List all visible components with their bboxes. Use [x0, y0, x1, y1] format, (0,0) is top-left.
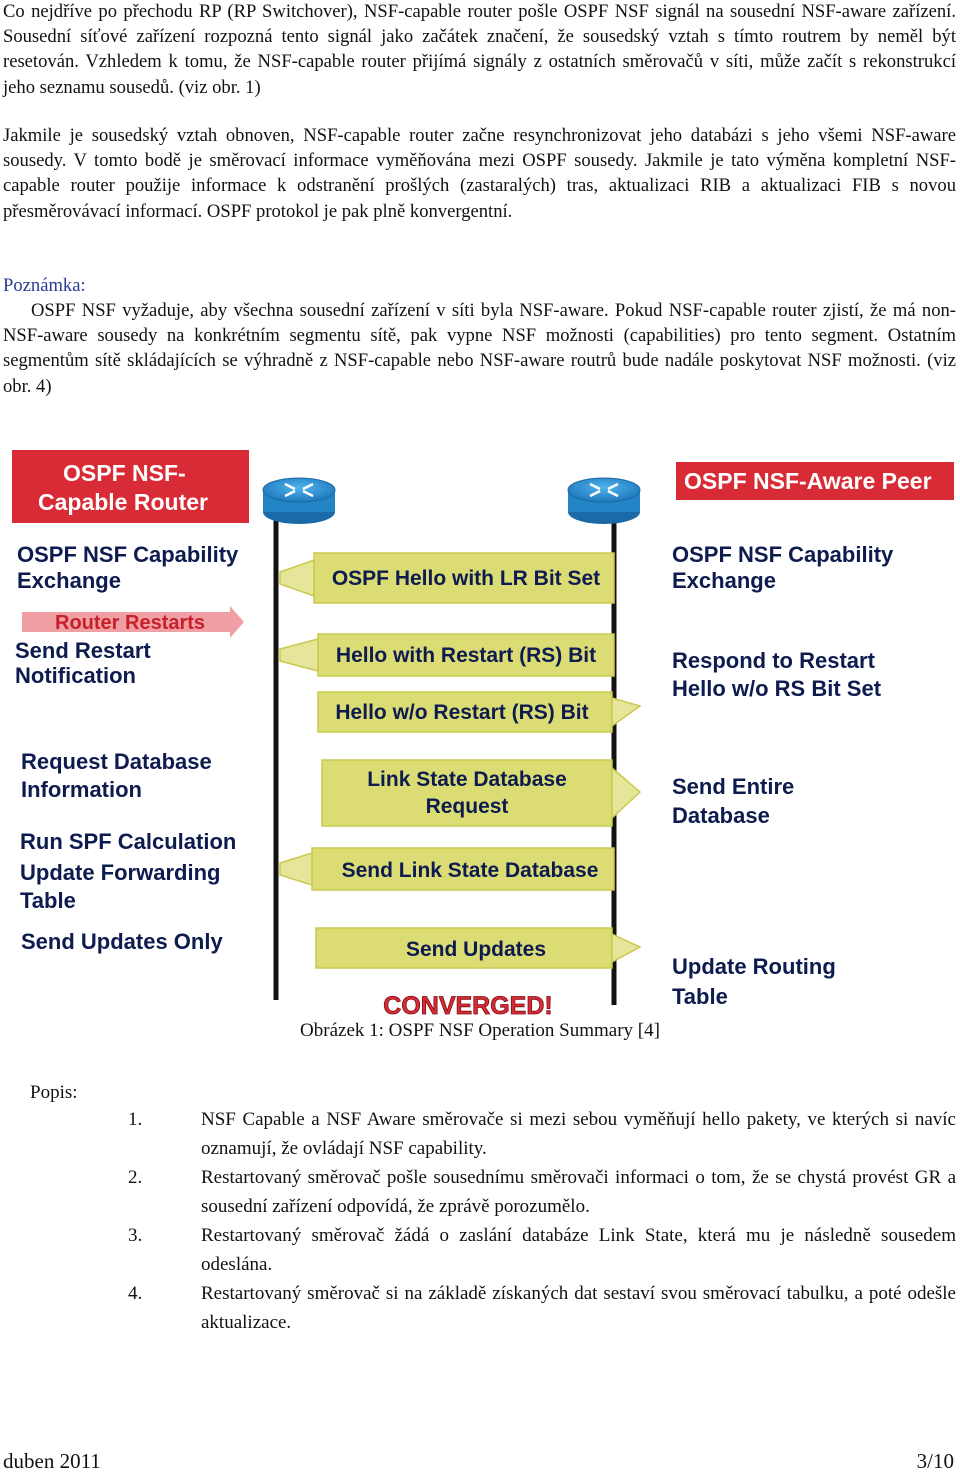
- left-label-capability-1: OSPF NSF Capability: [17, 542, 239, 567]
- left-label-spf-3: Table: [20, 888, 76, 913]
- list-item: 3.Restartovaný směrovač žádá o zaslání d…: [128, 1225, 956, 1275]
- message-arrow: [279, 851, 313, 887]
- message-hello-lr: OSPF Hello with LR Bit Set: [332, 567, 600, 590]
- message-arrow: [611, 932, 642, 964]
- figure-caption: Obrázek 1: OSPF NSF Operation Summary [4…: [300, 1020, 660, 1041]
- left-label-capability-2: Exchange: [17, 568, 121, 593]
- message-lsdb-request-2: Request: [426, 795, 509, 818]
- message-send-updates: Send Updates: [406, 938, 546, 961]
- message-arrow: [279, 558, 315, 598]
- left-title-line2: Capable Router: [38, 489, 208, 515]
- right-label-send-entire-1: Send Entire: [672, 774, 794, 799]
- paragraph-2: Jakmile je sousedský vztah obnoven, NSF-…: [3, 125, 956, 222]
- left-title-banner: [12, 450, 249, 523]
- message-box: [313, 552, 615, 604]
- right-title: OSPF NSF-Aware Peer: [684, 468, 932, 494]
- footer-page-number: 3/10: [916, 1449, 954, 1473]
- message-arrow: [611, 697, 642, 728]
- message-send-lsdb: Send Link State Database: [342, 859, 599, 882]
- right-label-capability-2: Exchange: [672, 568, 776, 593]
- message-box: [317, 633, 615, 677]
- router-icon: [262, 477, 336, 524]
- right-label-respond-2: Hello w/o RS Bit Set: [672, 676, 882, 701]
- left-label-request-2: Information: [21, 777, 142, 802]
- message-box: [311, 847, 615, 891]
- list-item: 4.Restartovaný směrovač si na základě zí…: [128, 1283, 956, 1333]
- router-icon: [567, 477, 641, 524]
- list-item: 1.NSF Capable a NSF Aware směrovače si m…: [128, 1109, 956, 1159]
- left-label-spf-1: Run SPF Calculation: [20, 829, 236, 854]
- right-label-respond-1: Respond to Restart: [672, 648, 876, 673]
- message-box: [315, 927, 613, 969]
- router-restarts-label: Router Restarts: [55, 612, 205, 634]
- converged-label: CONVERGED!: [383, 992, 552, 1020]
- left-label-updates: Send Updates Only: [21, 929, 223, 954]
- note-label: Poznámka:: [3, 275, 86, 296]
- message-lsdb-request-1: Link State Database: [367, 768, 567, 791]
- paragraph-3: OSPF NSF vyžaduje, aby všechna sousední …: [3, 300, 956, 397]
- message-arrow: [279, 638, 319, 672]
- left-label-send-restart-2: Notification: [15, 663, 136, 688]
- figure-svg: OSPF NSF- Capable Router OSPF NSF-Aware …: [12, 450, 954, 1020]
- paragraph-1: Co nejdříve po přechodu RP (RP Switchove…: [3, 1, 956, 98]
- footer-date: duben 2011: [3, 1449, 101, 1473]
- left-label-request-1: Request Database: [21, 749, 212, 774]
- message-box: [321, 759, 613, 827]
- figure-ospf-nsf: OSPF NSF- Capable Router OSPF NSF-Aware …: [0, 440, 960, 1025]
- message-hello-rs: Hello with Restart (RS) Bit: [336, 644, 596, 667]
- left-title-line1: OSPF NSF-: [63, 460, 186, 486]
- message-arrow: [611, 766, 642, 820]
- message-hello-no-rs: Hello w/o Restart (RS) Bit: [335, 701, 588, 724]
- right-label-update-routing-2: Table: [672, 984, 728, 1009]
- right-label-capability-1: OSPF NSF Capability: [672, 542, 894, 567]
- left-label-send-restart-1: Send Restart: [15, 638, 151, 663]
- left-label-spf-2: Update Forwarding: [20, 860, 220, 885]
- right-label-send-entire-2: Database: [672, 803, 770, 828]
- description-list: 1.NSF Capable a NSF Aware směrovače si m…: [128, 1105, 956, 1337]
- description-label: Popis:: [30, 1082, 78, 1103]
- right-title-banner: [676, 462, 954, 500]
- message-box: [317, 691, 613, 733]
- list-item: 2.Restartovaný směrovač pošle sousednímu…: [128, 1167, 956, 1217]
- right-label-update-routing-1: Update Routing: [672, 954, 836, 979]
- restart-arrow: [22, 606, 244, 638]
